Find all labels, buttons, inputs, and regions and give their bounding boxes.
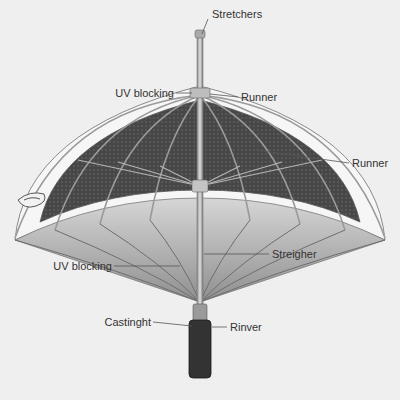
- leader-line: [176, 93, 192, 94]
- leader-line: [153, 322, 192, 326]
- leader-line: [210, 94, 238, 97]
- part-label: Rinver: [230, 321, 262, 334]
- rib: [200, 95, 250, 220]
- stretcher: [200, 162, 282, 186]
- stretcher: [200, 160, 322, 186]
- strap-clip: [18, 193, 45, 207]
- leader-line-set: [114, 19, 349, 327]
- rib: [100, 95, 200, 224]
- handle-collar: [193, 304, 207, 322]
- rib: [200, 95, 345, 230]
- fold-line: [200, 230, 345, 302]
- rib: [55, 95, 200, 230]
- leader-line: [204, 254, 269, 255]
- top-notch: [190, 88, 210, 98]
- rib: [150, 95, 200, 220]
- fold-line: [100, 224, 200, 302]
- part-label: Runner: [241, 91, 277, 104]
- fold-line: [15, 240, 200, 302]
- rib: [200, 95, 300, 224]
- part-label: UV blocking: [115, 87, 174, 100]
- part-label: Runner: [352, 157, 388, 170]
- rib: [15, 95, 200, 238]
- fold-line: [150, 220, 200, 302]
- part-label: UV blocking: [53, 260, 112, 273]
- part-label: Castinght: [105, 316, 151, 329]
- handle: [189, 320, 211, 378]
- part-label: Streigher: [272, 248, 317, 261]
- leader-line: [114, 266, 180, 267]
- leader-line: [202, 19, 208, 34]
- fold-line: [200, 224, 300, 302]
- stretcher: [118, 162, 200, 186]
- runner-part: [192, 180, 208, 192]
- leader-line: [212, 327, 227, 328]
- part-label: Stretchers: [212, 8, 262, 21]
- stretcher: [78, 160, 200, 186]
- fold-line: [200, 220, 250, 302]
- leader-line: [255, 150, 349, 163]
- fold-line: [200, 240, 385, 302]
- shaft: [197, 35, 203, 307]
